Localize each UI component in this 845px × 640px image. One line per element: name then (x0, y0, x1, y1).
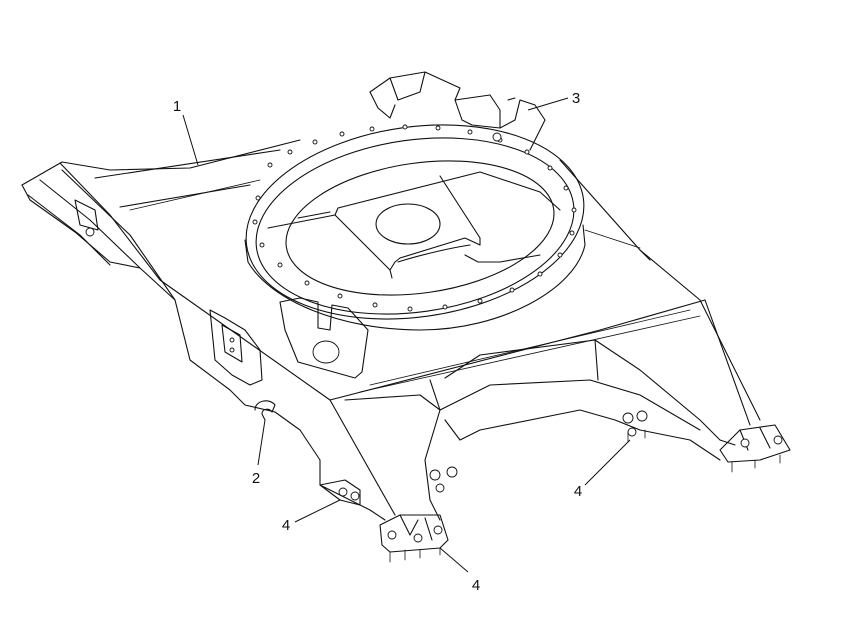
front-left-foot (319, 479, 361, 506)
leader-1 (182, 114, 199, 166)
leader-2 (257, 419, 266, 466)
leader-3 (527, 97, 569, 111)
leader-4b (439, 547, 469, 573)
callout-3: 3 (572, 90, 580, 107)
turntable-ring (244, 124, 586, 331)
callout-4b: 4 (472, 577, 480, 594)
callout-4a: 4 (282, 517, 290, 534)
leader-4a (294, 499, 341, 523)
rear-bracket (369, 71, 546, 151)
front-bracket (279, 297, 369, 379)
side-plate (74, 199, 263, 386)
ring-bolt-holes (252, 124, 577, 312)
callout-4c: 4 (574, 483, 582, 500)
front-foot (379, 466, 458, 563)
right-foot (719, 424, 791, 473)
rear-right-bolts (622, 410, 648, 443)
callout-2: 2 (252, 470, 260, 487)
leader-4c (584, 439, 631, 486)
callout-1: 1 (173, 98, 181, 115)
hook (254, 400, 276, 421)
main-frame (21, 139, 761, 521)
